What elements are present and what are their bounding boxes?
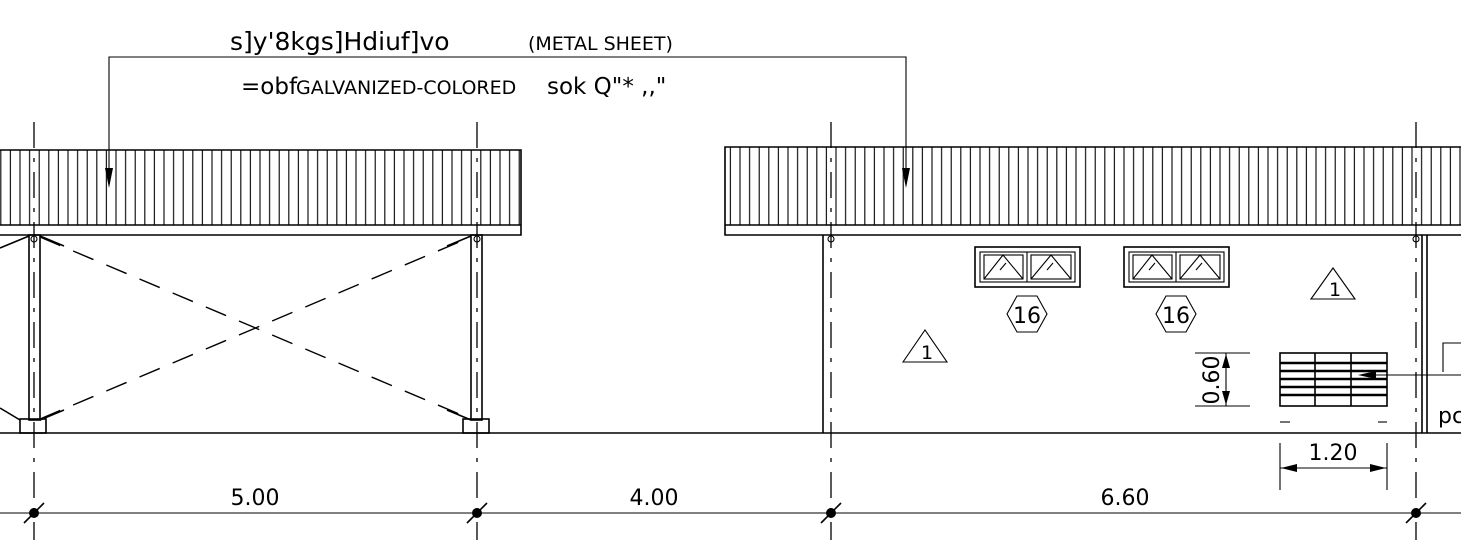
vent-louver [1279,352,1388,423]
right-roof-metal-sheet [724,146,1461,236]
window-tag-hexagon-2 [1155,295,1197,333]
grid-lines [33,122,1417,540]
vent-leader [1358,342,1461,379]
partial-label-text: pc [1438,404,1461,429]
roof-note-en-line1: (METAL SHEET) [528,33,673,55]
wall-tag-triangle-2 [1309,267,1357,300]
left-roof-metal-sheet [0,149,522,236]
wall-tag-triangle-1 [901,329,949,363]
left-shed-bracing [0,235,472,421]
window-right [1123,246,1230,288]
vent-width-dimension [1279,443,1388,490]
wall-tag-1-text: 1 [921,342,933,364]
span-3-dimension-text: 6.60 [1101,486,1150,511]
roof-note-code-line1: s]y'8kgs]Hdiuf]vo [230,27,450,56]
roof-note-code-line2-prefix: =obf [241,74,298,100]
span-2-dimension-text: 4.00 [630,486,679,511]
window-tag-hexagon-1 [1006,295,1048,333]
wall-tag-2-text: 1 [1329,279,1341,301]
window-tag-1-text: 16 [1013,304,1041,329]
window-tag-2-text: 16 [1162,304,1190,329]
right-building-walls [822,235,1428,433]
left-shed-posts [19,234,490,434]
vent-width-text: 1.20 [1309,441,1358,466]
span-1-dimension-text: 5.00 [231,486,280,511]
roof-note-code-line2-suffix: sok Q"* ,," [547,74,666,100]
overall-dimension-line [0,502,1461,524]
vent-height-dimension [1195,352,1250,407]
vent-height-text: 0.60 [1200,356,1225,405]
window-left [974,246,1081,288]
roof-note-en-line2: GALVANIZED-COLORED [296,77,516,99]
